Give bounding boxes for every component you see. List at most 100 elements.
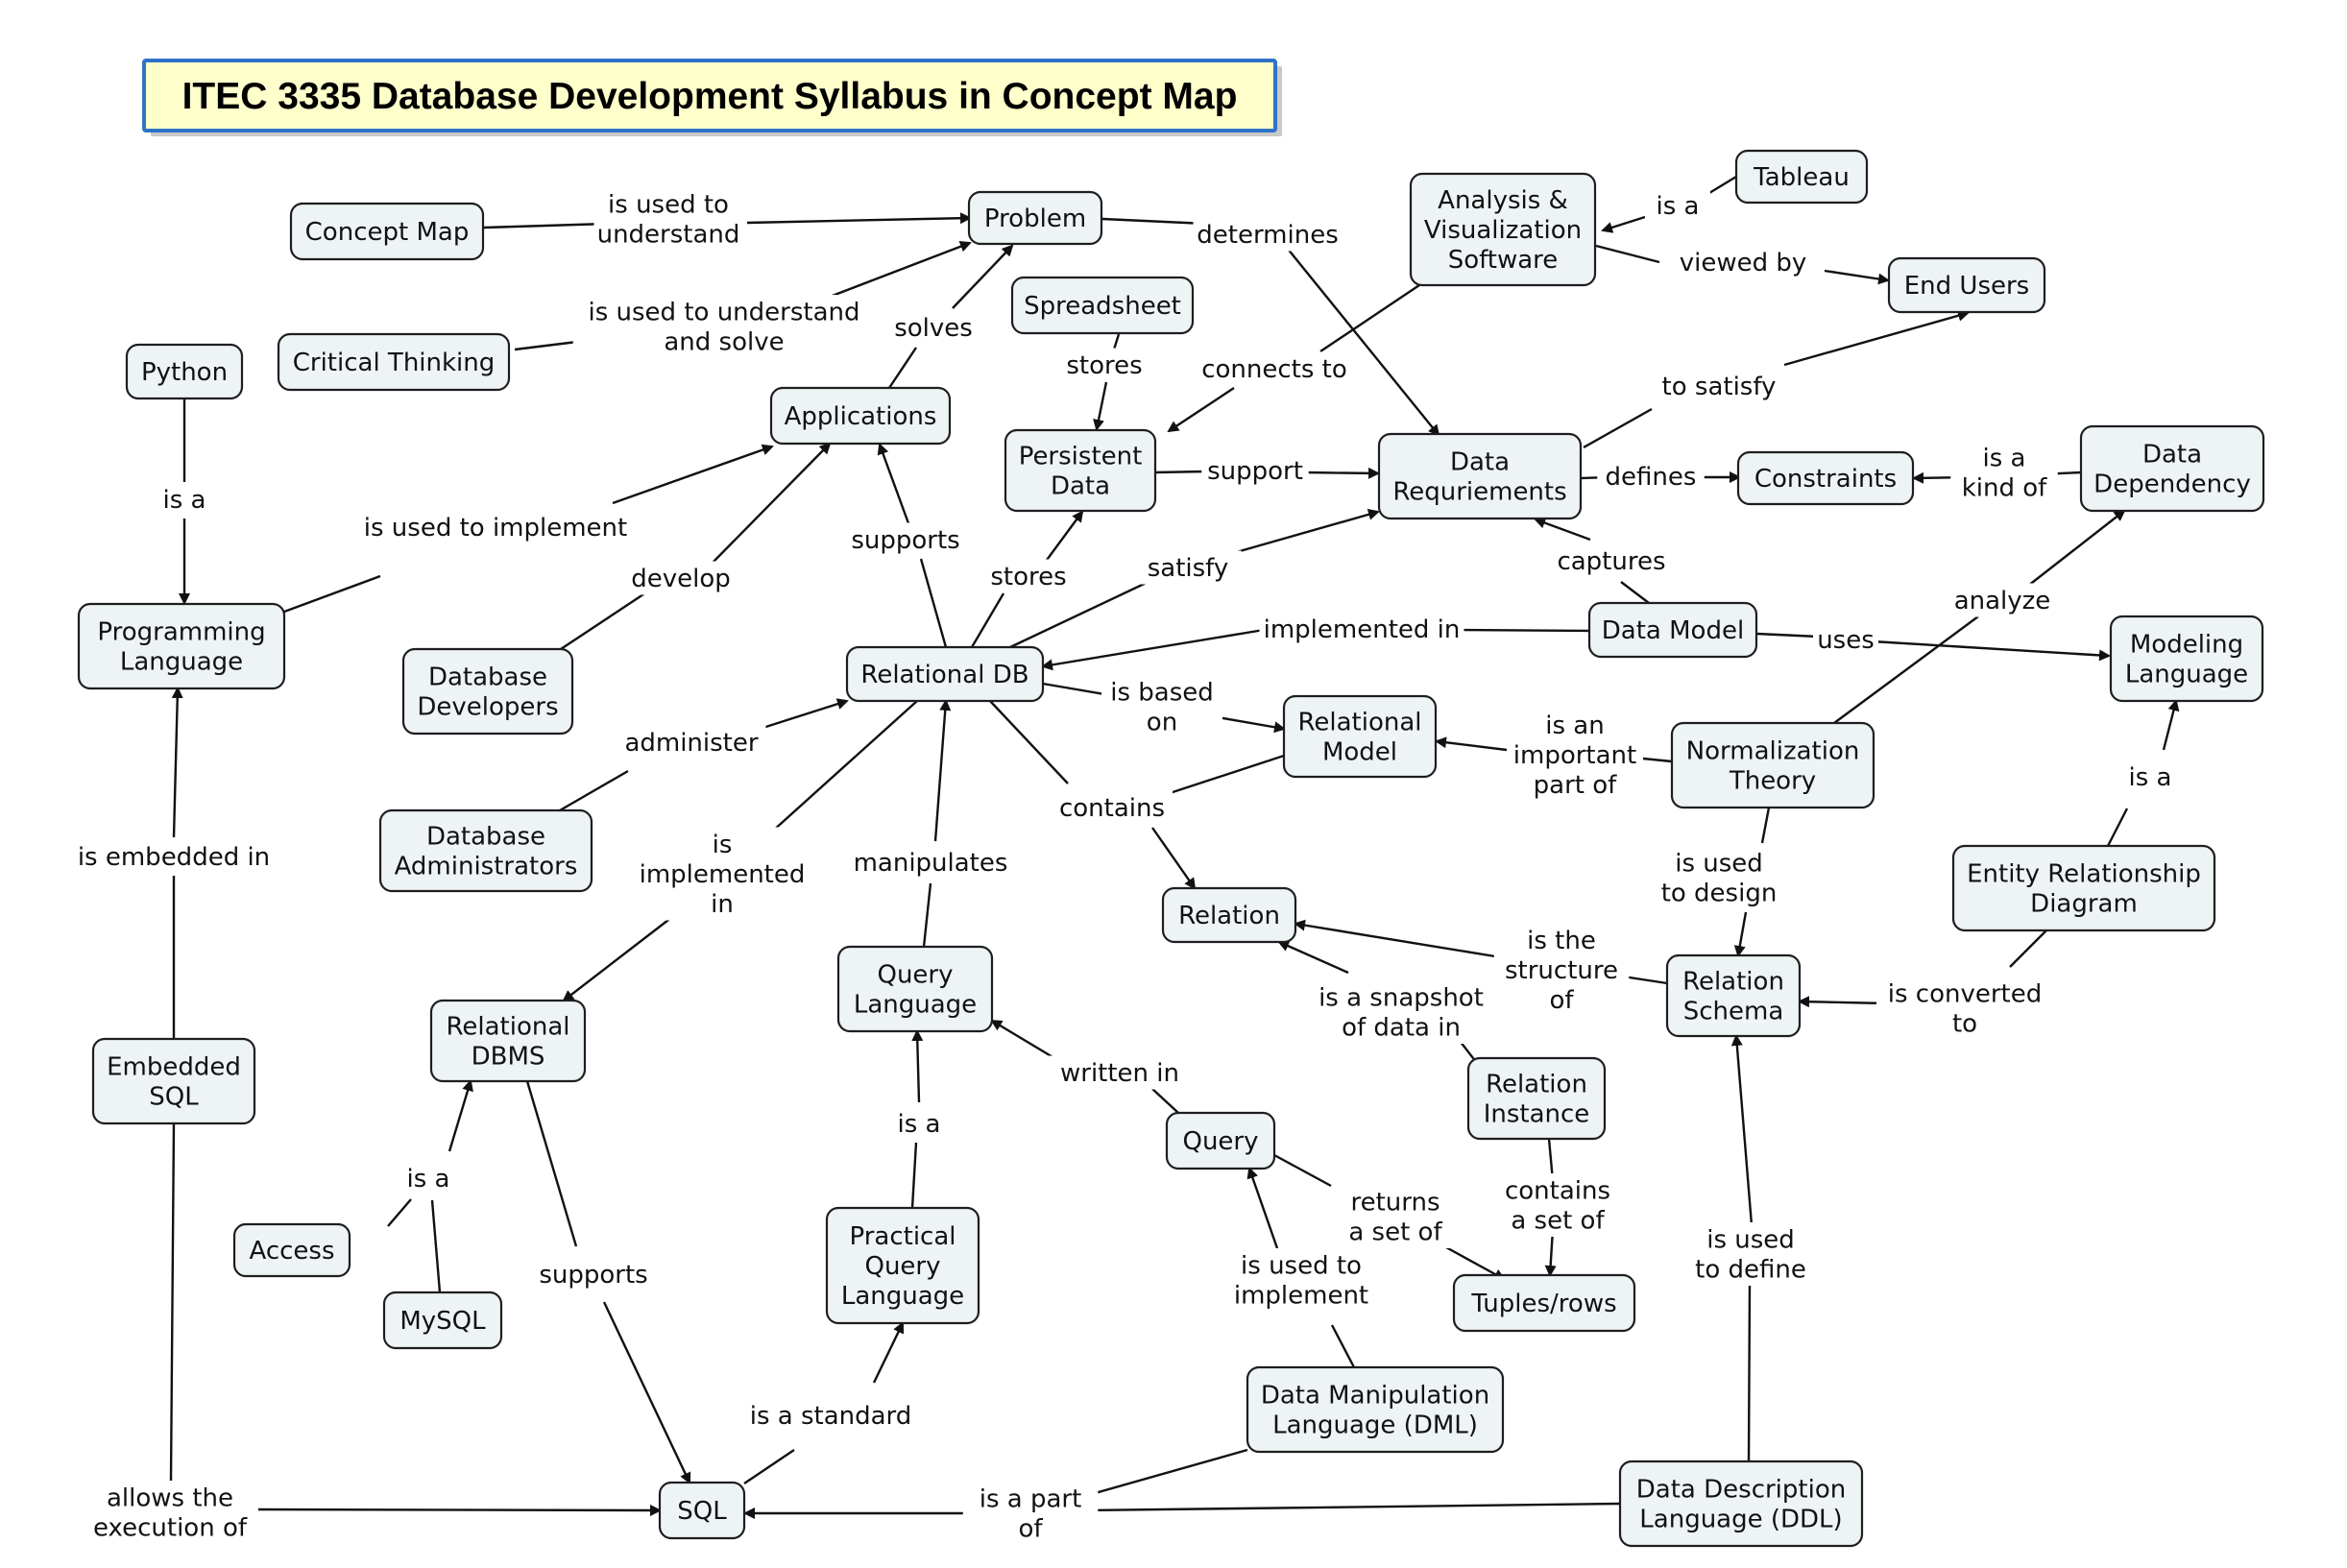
connector-line-90 [1091, 1448, 1248, 1496]
concept-access[interactable]: Access [232, 1222, 351, 1278]
concept-relation[interactable]: Relation [1161, 886, 1297, 944]
connector-line-63 [1622, 975, 1668, 985]
connector-line-16 [1583, 407, 1653, 449]
concept-query[interactable]: Query [1165, 1111, 1276, 1170]
concept-box[interactable] [1282, 694, 1438, 779]
link-label-is-a-standard: is a standard [735, 1398, 927, 1433]
concept-applications[interactable]: Applications [769, 386, 952, 446]
connector-line-13 [1093, 381, 1108, 431]
concept-box[interactable] [1736, 450, 1915, 506]
concept-mysql[interactable]: MySQL [382, 1291, 503, 1350]
concept-box[interactable] [769, 386, 952, 446]
concept-spreadsheet[interactable]: Spreadsheet [1010, 276, 1195, 335]
concept-problem[interactable]: Problem [967, 190, 1103, 246]
concept-box[interactable] [401, 647, 574, 736]
concept-sql[interactable]: SQL [658, 1481, 746, 1540]
concept-box[interactable] [1734, 149, 1869, 205]
concept-label: Query [1182, 1127, 1258, 1156]
concept-box[interactable] [77, 602, 286, 690]
concept-box[interactable] [967, 190, 1103, 246]
link-label-text: contains [1059, 794, 1165, 823]
concept-box[interactable] [845, 645, 1045, 703]
concept-box[interactable] [1466, 1056, 1607, 1141]
concept-box[interactable] [1004, 428, 1157, 513]
link-label-satisfy: satisfy [1134, 550, 1242, 585]
concept-box[interactable] [1587, 601, 1758, 659]
link-label-administer: administer [617, 725, 766, 760]
concept-box[interactable] [232, 1222, 351, 1278]
connector-line-43 [1872, 639, 2111, 662]
concept-box[interactable] [91, 1037, 256, 1125]
concept-tuples-rows[interactable]: Tuples/rows [1452, 1273, 1636, 1333]
concept-box[interactable] [277, 332, 511, 392]
concept-box[interactable] [2109, 615, 2264, 703]
concept-box[interactable] [429, 999, 587, 1083]
concept-box[interactable] [125, 343, 244, 400]
link-label-bg [396, 1161, 461, 1195]
concept-box[interactable] [2079, 424, 2265, 513]
link-label-bg [1813, 622, 1878, 657]
concept-constraints[interactable]: Constraints [1736, 450, 1915, 506]
concept-box[interactable] [382, 1291, 503, 1350]
concept-box[interactable] [658, 1481, 746, 1540]
connector-line-14 [1319, 284, 1420, 352]
concept-box[interactable] [1165, 1111, 1276, 1170]
link-label-bg [1057, 348, 1151, 382]
link-label-implemented-in: implemented in [1259, 612, 1464, 646]
link-label-is-a-pql: is a [886, 1106, 952, 1141]
connector-line-27 [612, 444, 774, 505]
concept-box[interactable] [1246, 1365, 1505, 1454]
concept-critical-thinking[interactable]: Critical Thinking [277, 332, 511, 392]
concept-box[interactable] [1409, 172, 1597, 287]
concept-box[interactable] [1665, 953, 1802, 1038]
concept-data-model[interactable]: Data Model [1587, 601, 1758, 659]
concept-box[interactable] [378, 808, 593, 893]
link-label-text: is a [1657, 192, 1700, 221]
concept-relational-db[interactable]: Relational DB [845, 645, 1045, 703]
concept-box[interactable] [1670, 721, 1875, 809]
connector-line-52 [1169, 754, 1285, 795]
concept-box[interactable] [1618, 1459, 1864, 1548]
concept-box[interactable] [1377, 432, 1583, 520]
concept-concept-map[interactable]: Concept Map [289, 202, 485, 261]
concept-python[interactable]: Python [125, 343, 244, 400]
concept-end-users[interactable]: End Users [1887, 256, 2046, 314]
link-label-text: written in [1060, 1059, 1179, 1088]
concept-box[interactable] [1887, 256, 2046, 314]
concept-box[interactable] [825, 1206, 980, 1325]
concept-box[interactable] [289, 202, 485, 261]
concept-box[interactable] [1161, 886, 1297, 944]
concept-box[interactable] [1951, 844, 2216, 932]
concept-box[interactable] [1452, 1273, 1636, 1333]
connector-line-30 [970, 592, 1005, 648]
concept-tableau[interactable]: Tableau [1734, 149, 1869, 205]
concept-label: Tableau [1753, 163, 1850, 192]
concept-box[interactable] [1010, 276, 1195, 335]
concept-box[interactable] [836, 945, 994, 1033]
